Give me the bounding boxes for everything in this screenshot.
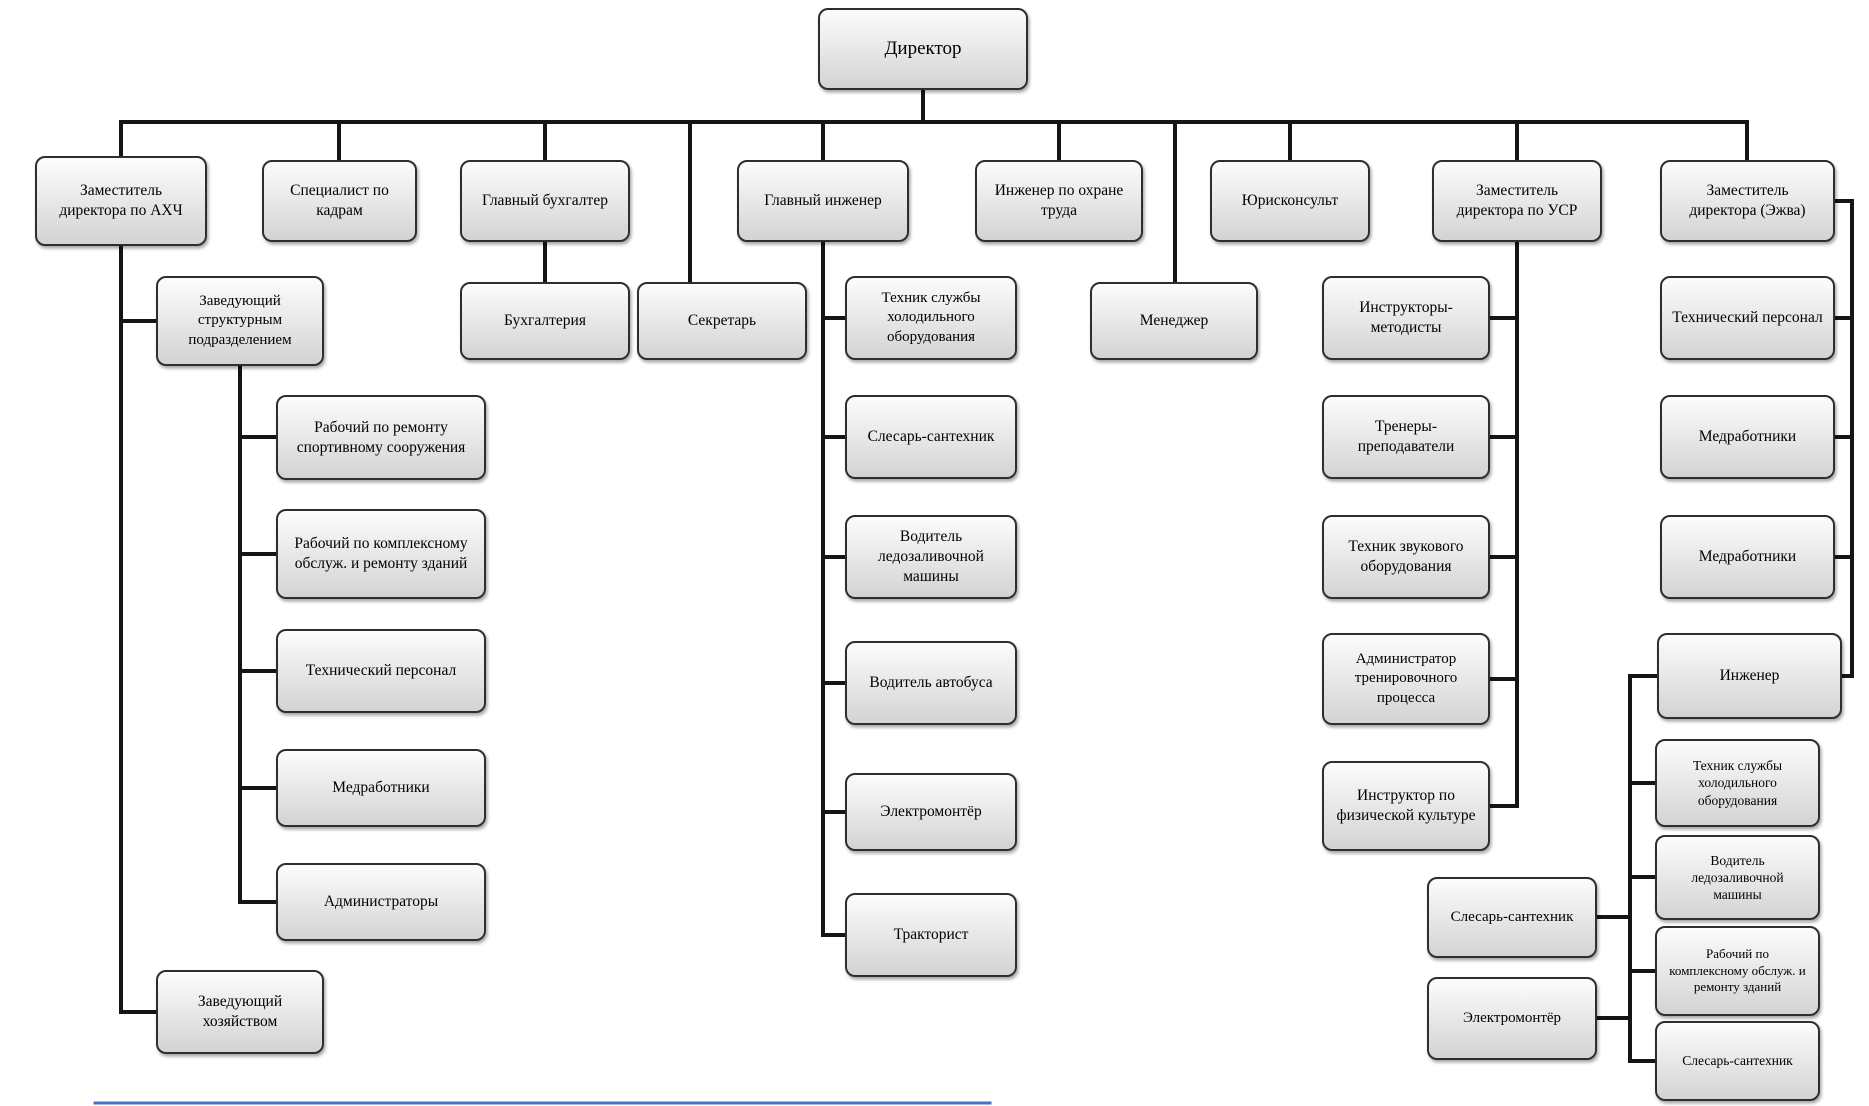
- org-node-label: Слесарь-сантехник: [867, 428, 995, 446]
- org-node-sports_repair: Рабочий по ремонту спортивному сооружени…: [276, 395, 486, 480]
- org-node-label: Технический персонал: [1672, 309, 1823, 327]
- org-node-head_household: Заведующий хозяйством: [156, 970, 324, 1054]
- org-node-chief_engineer: Главный инженер: [737, 160, 909, 242]
- org-node-plumber_2: Слесарь-сантехник: [1427, 877, 1597, 958]
- org-node-label: Рабочий по ремонту спортивному сооружени…: [296, 418, 466, 456]
- org-node-bus_driver: Водитель автобуса: [845, 641, 1017, 725]
- org-node-deputy_usr: Заместитель директора по УСР: [1432, 160, 1602, 242]
- org-node-label: Менеджер: [1139, 312, 1209, 330]
- org-node-label: Слесарь-сантехник: [1682, 1053, 1793, 1069]
- org-node-label: Рабочий по комплексному обслуж. и ремонт…: [1669, 946, 1806, 995]
- org-node-label: Инструкторы-методисты: [1359, 299, 1453, 336]
- org-node-label: Главный инженер: [764, 192, 882, 210]
- org-node-label: Бухгалтерия: [504, 312, 586, 330]
- org-node-label: Секретарь: [687, 312, 757, 330]
- org-node-med_ezhva_1: Медработники: [1660, 395, 1835, 479]
- org-node-manager: Менеджер: [1090, 282, 1258, 360]
- org-node-training_admin: Администратор тренировочного процесса: [1322, 633, 1490, 725]
- org-node-label: Техник звукового оборудования: [1348, 538, 1464, 575]
- org-node-plumber_1: Слесарь-сантехник: [845, 395, 1017, 479]
- org-node-complex_service_2: Рабочий по комплексному обслуж. и ремонт…: [1655, 926, 1820, 1016]
- org-node-label: Водитель ледозаливочной машины: [1691, 852, 1784, 903]
- org-node-label: Водитель автобуса: [869, 674, 993, 692]
- org-node-administrators: Администраторы: [276, 863, 486, 941]
- org-node-label: Тракторист: [893, 926, 969, 944]
- org-node-label: Заместитель директора по УСР: [1456, 182, 1578, 219]
- org-node-electrician_1: Электромонтёр: [845, 773, 1017, 851]
- org-node-label: Техник службы холодильного оборудования: [1692, 758, 1783, 808]
- org-node-ice_driver_2: Водитель ледозаливочной машины: [1655, 835, 1820, 920]
- org-node-trainers: Тренеры-преподаватели: [1322, 395, 1490, 479]
- org-node-label: Тренеры-преподаватели: [1357, 418, 1455, 455]
- org-node-director: Директор: [818, 8, 1028, 90]
- org-node-label: Медработники: [1698, 428, 1797, 446]
- org-node-label: Рабочий по комплексному обслуж. и ремонт…: [294, 535, 468, 572]
- org-node-deputy_ahch: Заместитель директора по АХЧ: [35, 156, 207, 246]
- org-node-fridge_tech_2: Техник службы холодильного оборудования: [1655, 739, 1820, 827]
- org-node-tech_staff_ahch: Технический персонал: [276, 629, 486, 713]
- org-node-safety_engineer: Инженер по охране труда: [975, 160, 1143, 242]
- org-node-deputy_ezhva: Заместитель директора (Эжва): [1660, 160, 1835, 242]
- org-node-tech_staff_ezhva: Технический персонал: [1660, 276, 1835, 360]
- org-node-label: Главный бухгалтер: [482, 192, 608, 210]
- org-node-label: Заведующий структурным подразделением: [188, 293, 292, 348]
- org-node-phys_instructor: Инструктор по физической культуре: [1322, 761, 1490, 851]
- org-node-label: Водитель ледозаливочной машины: [878, 528, 984, 585]
- org-node-engineer_ezhva: Инженер: [1657, 633, 1842, 719]
- org-node-label: Медработники: [1698, 548, 1797, 566]
- org-node-label: Инженер по охране труда: [994, 182, 1124, 219]
- org-node-label: Юрисконсульт: [1241, 192, 1339, 210]
- org-node-fridge_tech_1: Техник службы холодильного оборудования: [845, 276, 1017, 360]
- org-node-label: Администратор тренировочного процесса: [1354, 651, 1458, 706]
- org-node-label: Электромонтёр: [880, 803, 982, 821]
- org-node-label: Инженер: [1719, 667, 1780, 685]
- org-node-ice_driver_1: Водитель ледозаливочной машины: [845, 515, 1017, 599]
- org-node-label: Слесарь-сантехник: [1450, 908, 1574, 925]
- org-node-label: Заведующий хозяйством: [197, 993, 283, 1030]
- org-node-sound_tech: Техник звукового оборудования: [1322, 515, 1490, 599]
- org-node-electrician_2: Электромонтёр: [1427, 977, 1597, 1060]
- org-node-label: Техник службы холодильного оборудования: [881, 290, 981, 345]
- org-node-head_unit: Заведующий структурным подразделением: [156, 276, 324, 366]
- org-node-med_ezhva_2: Медработники: [1660, 515, 1835, 599]
- org-node-label: Заместитель директора по АХЧ: [59, 182, 183, 219]
- org-node-label: Электромонтёр: [1462, 1009, 1562, 1026]
- org-node-med_ahch: Медработники: [276, 749, 486, 827]
- org-node-legal_counsel: Юрисконсульт: [1210, 160, 1370, 242]
- org-node-complex_service: Рабочий по комплексному обслуж. и ремонт…: [276, 509, 486, 599]
- org-node-label: Технический персонал: [305, 662, 457, 680]
- org-node-accounting: Бухгалтерия: [460, 282, 630, 360]
- org-node-plumber_3: Слесарь-сантехник: [1655, 1021, 1820, 1101]
- org-node-secretary: Секретарь: [637, 282, 807, 360]
- org-node-instructors: Инструкторы-методисты: [1322, 276, 1490, 360]
- org-node-label: Администраторы: [323, 893, 439, 911]
- org-node-label: Медработники: [332, 779, 430, 797]
- org-node-hr_specialist: Специалист по кадрам: [262, 160, 417, 242]
- org-node-label: Инструктор по физической культуре: [1336, 787, 1476, 824]
- org-node-tractor_driver: Тракторист: [845, 893, 1017, 977]
- org-node-label: Директор: [884, 37, 962, 59]
- org-node-label: Заместитель директора (Эжва): [1689, 182, 1806, 219]
- org-node-chief_accountant: Главный бухгалтер: [460, 160, 630, 242]
- org-node-label: Специалист по кадрам: [290, 182, 389, 219]
